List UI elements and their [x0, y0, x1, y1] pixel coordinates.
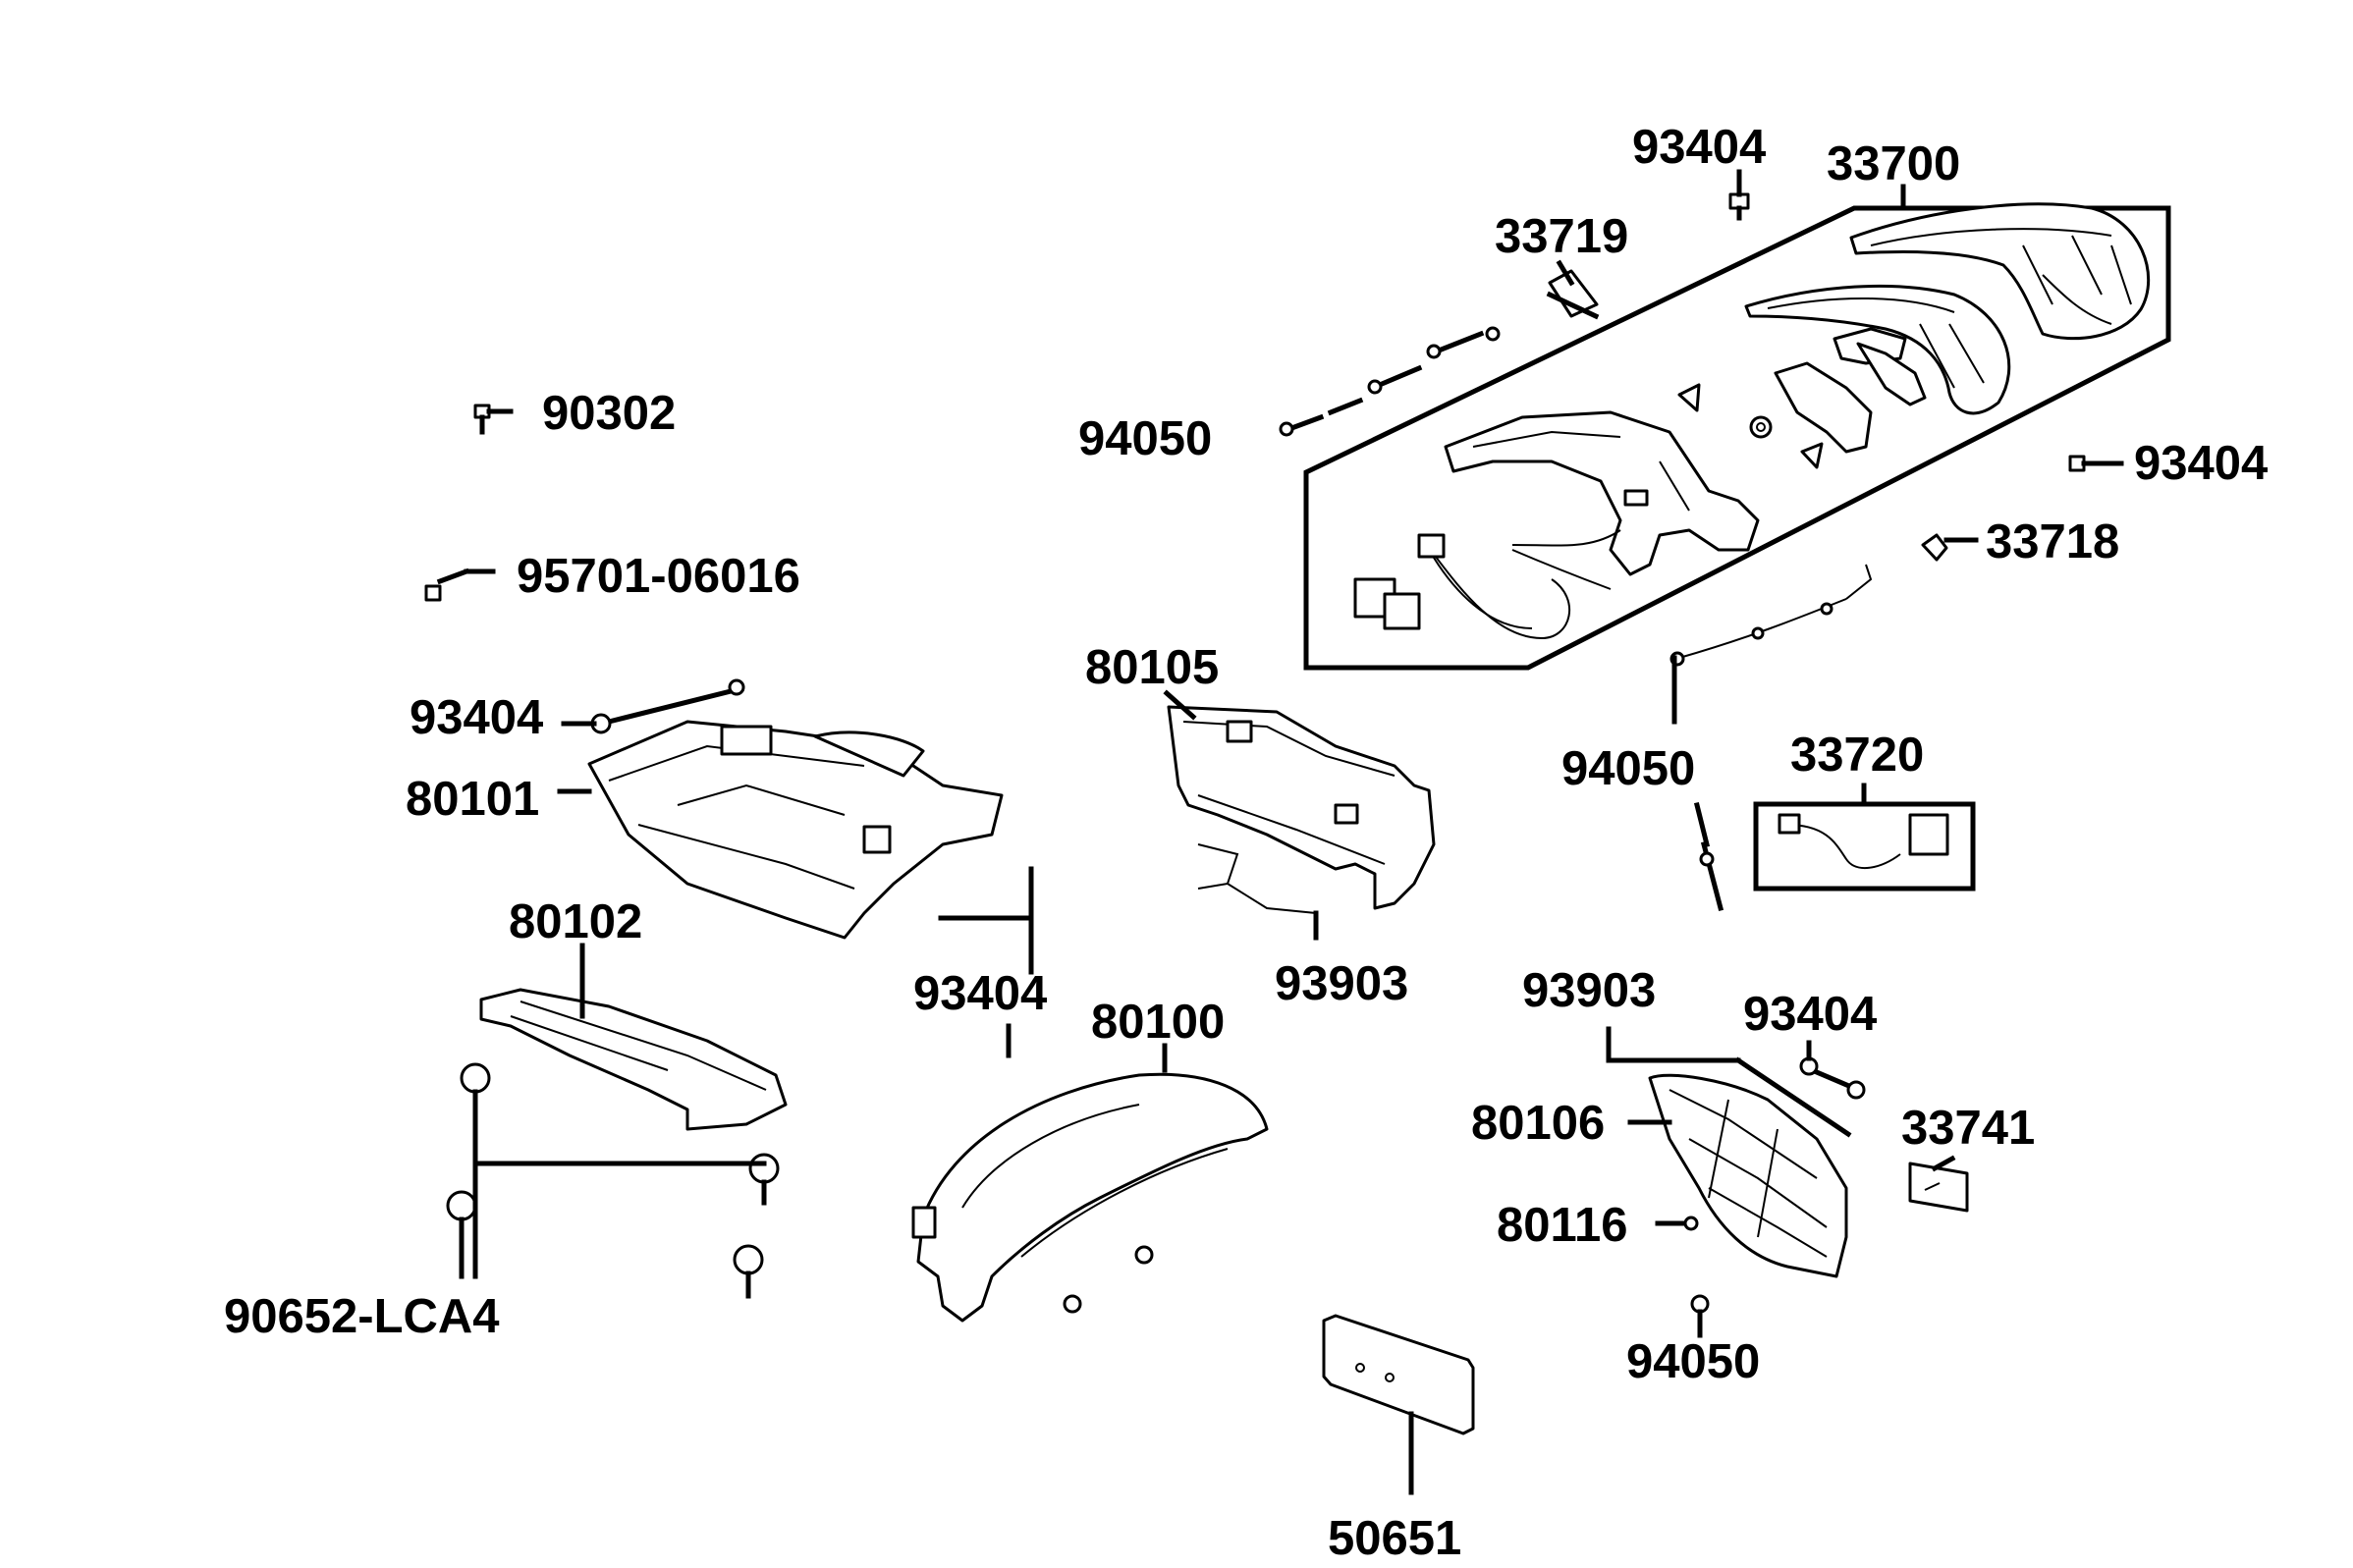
screw-lower	[1699, 840, 1724, 912]
tail-frame-bracket	[1444, 410, 1760, 576]
tail-light-lens	[1849, 202, 2151, 341]
label-90652: 90652-LCA4	[224, 1290, 500, 1343]
label-93404-lowright: 93404	[1743, 988, 1877, 1041]
label-93404-left: 93404	[410, 691, 543, 744]
bolt-left	[590, 678, 745, 734]
label-93404-mid: 93404	[913, 967, 1047, 1020]
bracket-80102	[479, 988, 788, 1131]
label-80101: 80101	[406, 773, 539, 826]
leader-lines	[459, 169, 2124, 1495]
assembly-outline-box	[1303, 205, 2171, 671]
nut-94050-low	[1690, 1294, 1710, 1326]
bolt-top	[1728, 192, 1750, 221]
label-33741: 33741	[1901, 1102, 2035, 1155]
reflector-33741	[1908, 1162, 1969, 1213]
bracket-small-parts	[1677, 327, 1927, 469]
label-94050-mid: 94050	[1561, 742, 1695, 795]
label-95701: 95701-06016	[517, 550, 800, 603]
wire-93903	[1197, 843, 1317, 914]
label-80106: 80106	[1471, 1097, 1605, 1150]
label-33700: 33700	[1827, 137, 1960, 190]
label-93903-right: 93903	[1522, 964, 1656, 1017]
label-33719: 33719	[1495, 210, 1628, 263]
screw-80116	[1655, 1216, 1699, 1231]
wiring-harness	[1353, 529, 1621, 640]
label-93404-top: 93404	[1632, 121, 1766, 174]
label-33720: 33720	[1790, 729, 1924, 782]
label-33718: 33718	[1986, 515, 2119, 568]
inner-lens	[1744, 284, 2011, 415]
label-93903-mid: 93903	[1275, 957, 1408, 1010]
inner-fender-80100	[911, 1072, 1269, 1323]
bolt-95701	[424, 568, 470, 602]
label-80116: 80116	[1497, 1199, 1628, 1252]
plate-50651	[1322, 1314, 1475, 1435]
label-93404-right: 93404	[2134, 437, 2268, 490]
label-80105: 80105	[1085, 641, 1219, 694]
label-94050-upper: 94050	[1078, 412, 1212, 465]
harness-33720	[1778, 813, 1949, 870]
label-80102: 80102	[509, 895, 642, 948]
frame-80105	[1167, 705, 1436, 910]
label-50651: 50651	[1328, 1512, 1461, 1565]
screws-upper	[1279, 326, 1501, 437]
bracket-33719	[1546, 269, 1600, 320]
bolt-lower-right	[1799, 1056, 1866, 1100]
rear-fender-80101	[587, 720, 1004, 940]
label-94050-low: 94050	[1626, 1335, 1760, 1388]
part-labels: 93404 33700 33719 90302 94050 93404 3371…	[224, 121, 2268, 1565]
license-bracket-80106	[1648, 1073, 1848, 1278]
label-90302: 90302	[542, 387, 676, 440]
label-80100: 80100	[1091, 996, 1225, 1049]
